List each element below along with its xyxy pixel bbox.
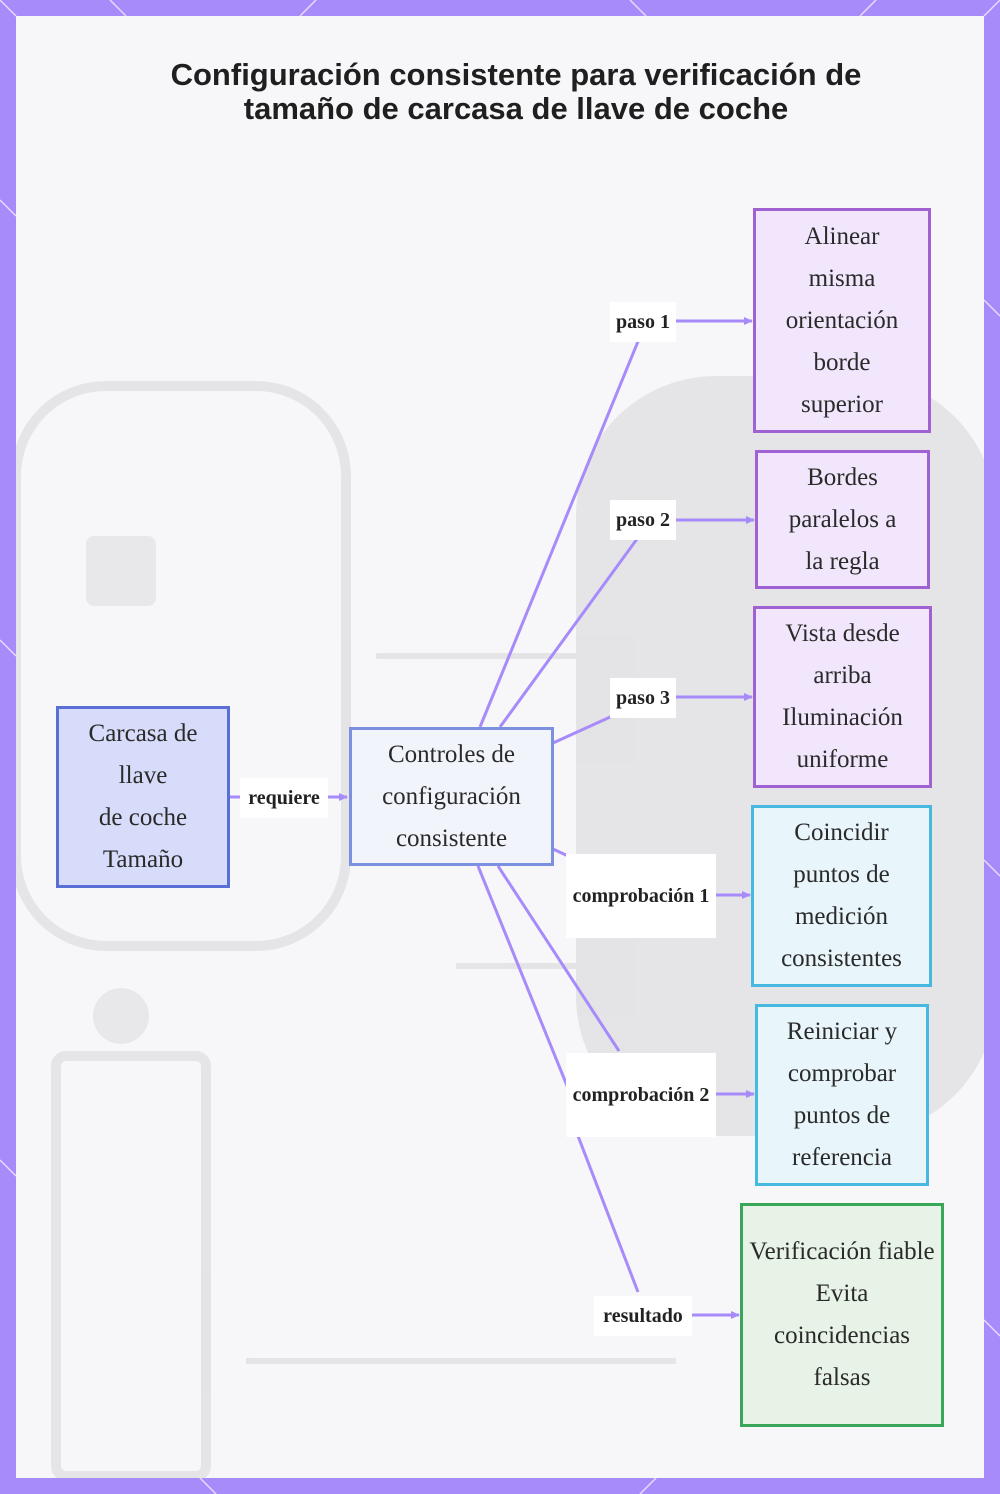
node-resultado-verificacion: Verificación fiable Evita coincidencias … bbox=[740, 1203, 944, 1427]
edge-label-comprobacion-2: comprobación 2 bbox=[566, 1053, 716, 1137]
edge-result-spoke-a bbox=[476, 865, 574, 1099]
edge-label-paso-1: paso 1 bbox=[610, 302, 676, 342]
edge-step2-spoke bbox=[498, 538, 639, 728]
node-comprobacion-1-coincidir: Coincidir puntos de medición consistente… bbox=[751, 805, 932, 987]
edge-label-requiere: requiere bbox=[240, 778, 328, 818]
edge-step1-spoke bbox=[478, 338, 641, 728]
edge-check1-spoke bbox=[552, 847, 569, 858]
edge-label-paso-2: paso 2 bbox=[610, 500, 676, 540]
node-paso-3-vista: Vista desde arriba Iluminación uniforme bbox=[753, 606, 932, 788]
edge-result-spoke-b bbox=[576, 1135, 640, 1293]
node-controles-configuracion: Controles de configuración consistente bbox=[349, 727, 554, 866]
diagram-title: Configuración consistente para verificac… bbox=[170, 57, 862, 126]
node-comprobacion-2-reiniciar: Reiniciar y comprobar puntos de referenc… bbox=[755, 1004, 929, 1186]
node-carcasa-llave: Carcasa de llave de coche Tamaño bbox=[56, 706, 230, 888]
node-paso-2-bordes: Bordes paralelos a la regla bbox=[755, 450, 930, 589]
edge-label-comprobacion-1: comprobación 1 bbox=[566, 854, 716, 938]
edge-label-paso-3: paso 3 bbox=[610, 678, 676, 718]
edge-label-resultado: resultado bbox=[594, 1296, 692, 1336]
node-paso-1-alinear: Alinear misma orientación borde superior bbox=[753, 208, 931, 433]
diagram-canvas: Configuración consistente para verificac… bbox=[16, 16, 984, 1478]
edge-check2-spoke bbox=[496, 865, 621, 1052]
edge-step3-spoke bbox=[552, 711, 620, 745]
